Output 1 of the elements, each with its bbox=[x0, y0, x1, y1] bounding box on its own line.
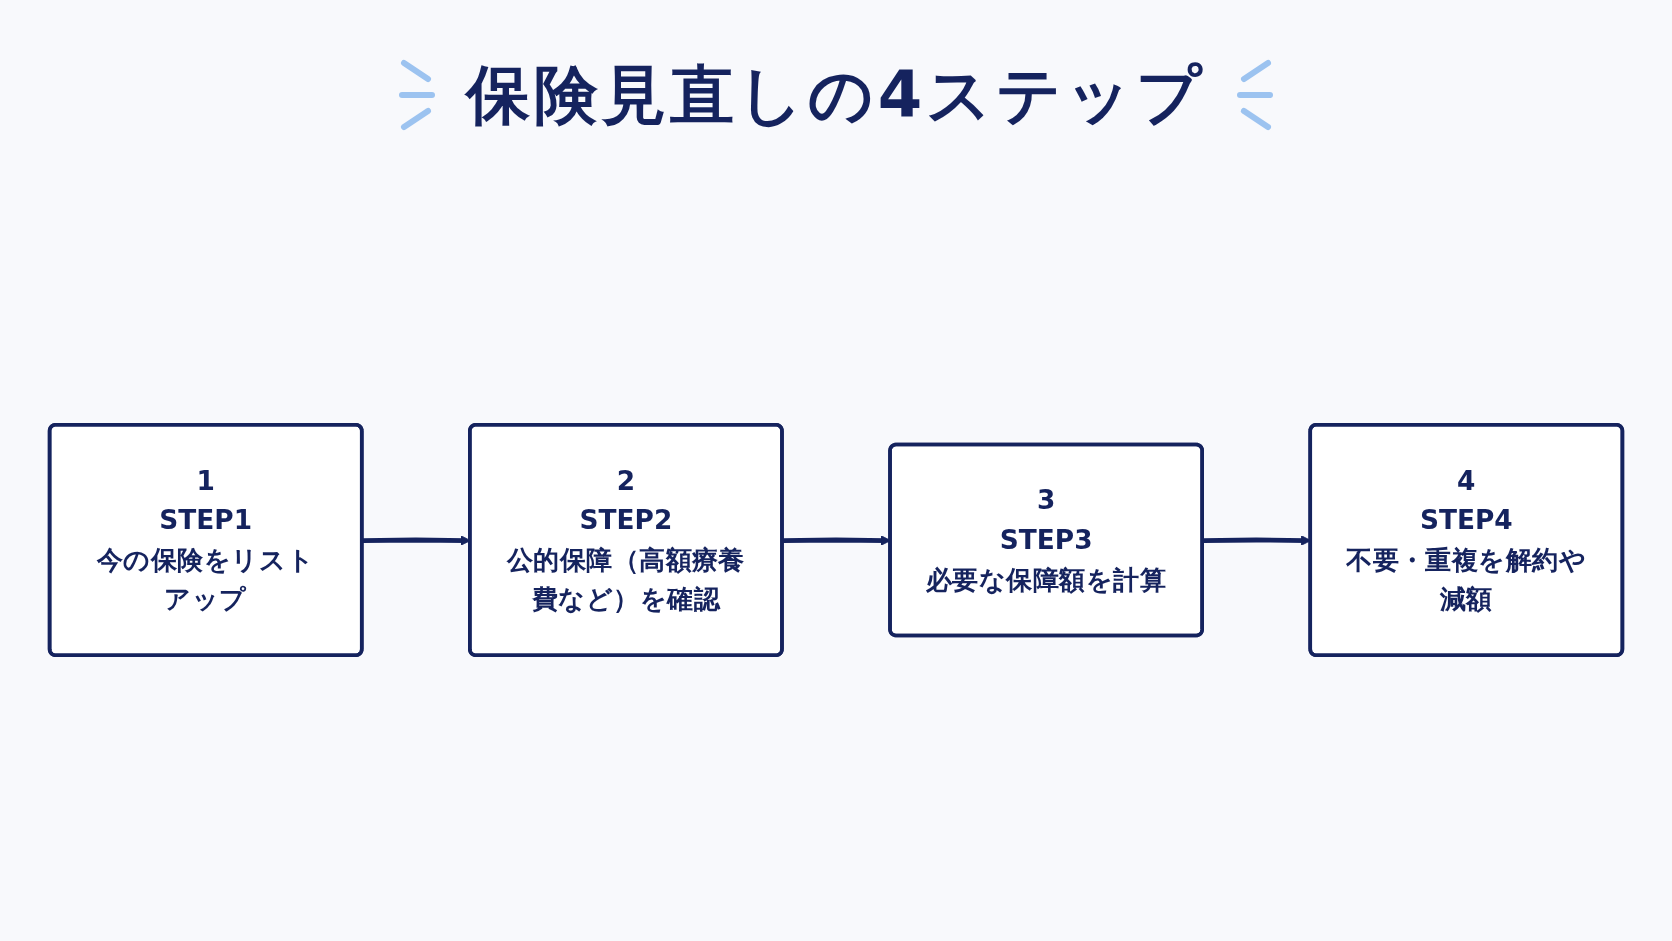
title: 保険見直しの4ステップ bbox=[465, 56, 1207, 134]
